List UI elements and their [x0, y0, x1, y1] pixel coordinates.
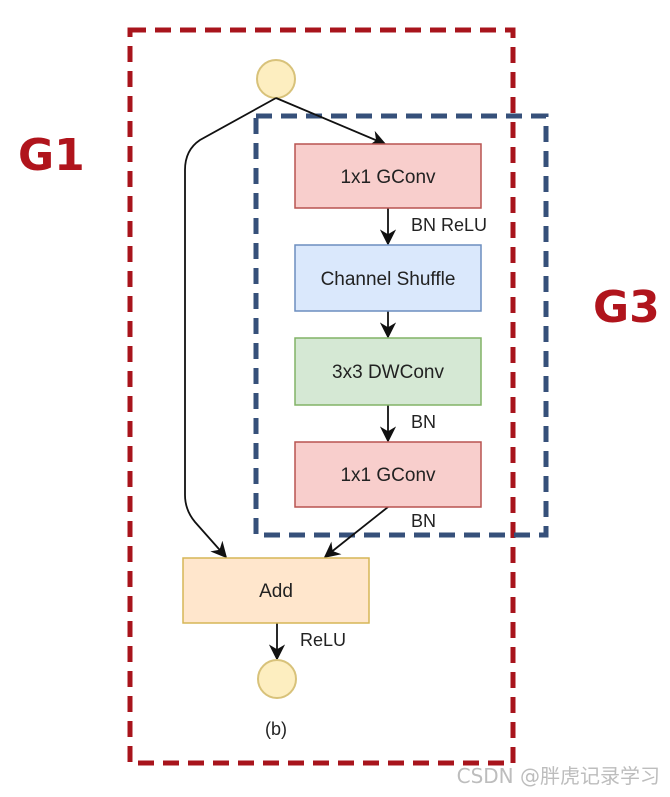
edge-label-bn-1: BN [411, 412, 436, 432]
edge-shortcut [184, 97, 277, 559]
edge-label-bn-relu: BN ReLU [411, 215, 487, 235]
node-channel-shuffle-label: Channel Shuffle [321, 269, 456, 290]
node-gconv2: 1x1 GConv [294, 441, 482, 508]
watermark: CSDN @胖虎记录学习 [457, 764, 660, 788]
group-g1-frame [127, 27, 516, 766]
group-g1-label: G1 [18, 130, 85, 181]
node-channel-shuffle: Channel Shuffle [294, 244, 482, 312]
node-gconv1: 1x1 GConv [294, 143, 482, 209]
edge-gconv2-to-add [323, 506, 389, 559]
output-node [257, 659, 297, 699]
node-add: Add [182, 557, 370, 624]
edge-input-to-gconv1 [275, 97, 387, 146]
edge-label-relu: ReLU [300, 630, 346, 650]
node-dwconv: 3x3 DWConv [294, 337, 482, 406]
group-g3-label: G3 [593, 282, 660, 333]
group-g3-frame [253, 113, 549, 538]
figure-caption: (b) [265, 719, 287, 739]
node-add-label: Add [259, 581, 293, 602]
node-dwconv-label: 3x3 DWConv [332, 362, 444, 383]
node-gconv1-label: 1x1 GConv [340, 167, 436, 188]
input-node [256, 59, 296, 99]
edge-label-bn-2: BN [411, 511, 436, 531]
node-gconv2-label: 1x1 GConv [340, 465, 436, 486]
